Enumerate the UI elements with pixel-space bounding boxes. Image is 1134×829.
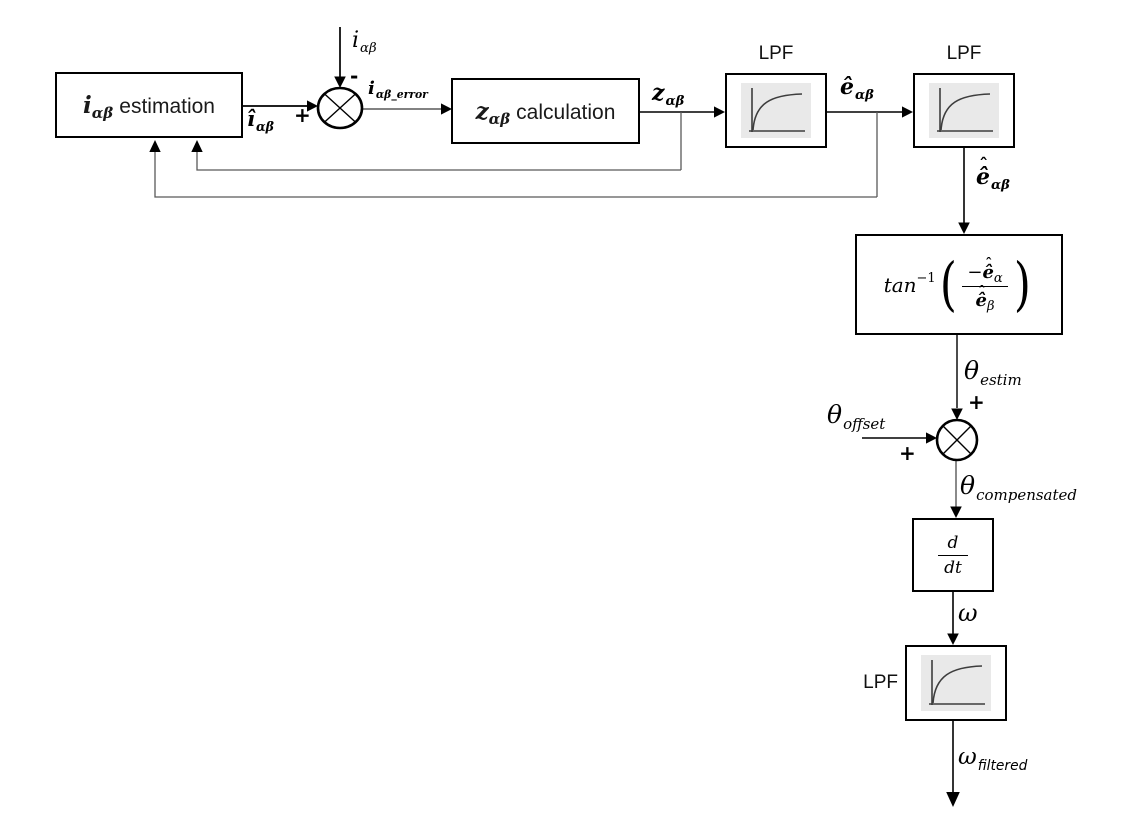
lpf3-label: LPF [863,672,898,693]
arrowhead-ddt-to-lpf3 [947,633,959,645]
wire-feedback-ehat [154,152,877,198]
block-lpf3 [905,645,1007,721]
label-i-hat-alphabeta: îαβ [247,106,275,135]
minus-sign-sum1: - [350,64,359,88]
label-omega: ω [958,599,978,627]
arrowhead-est-to-sum1 [307,100,318,112]
arrowhead-offset-to-sum2 [926,432,937,444]
block-derivative: d dt [912,518,994,592]
label-z-alphabeta: zαβ [652,80,685,110]
arrowhead-z-to-lpf1 [714,106,725,118]
arrowhead-lpf1-to-lpf2 [902,106,913,118]
arrowhead-atan-to-sum2 [951,408,963,420]
lpf3-response-icon [921,655,991,711]
plus-sign-theta-estim: + [968,390,985,414]
arrowhead-feedback-z [191,140,203,152]
label-i-alphabeta-error: iαβ_error [368,78,428,102]
lpf2-label: LPF [946,43,982,64]
arrowhead-feedback-ehat [149,140,161,152]
lpf1-response-icon [741,83,811,138]
label-theta-offset: θoffset [827,400,886,433]
summing-junction-current-cross [324,93,356,123]
label-theta-estim: θestim [964,356,1022,389]
plus-sign-sum1: + [294,103,311,127]
label-i-alphabeta-input: iαβ [352,28,377,57]
arrowhead-i-input [334,76,346,88]
derivative-formula: d dt [937,532,969,578]
plus-sign-theta-offset: + [899,441,916,465]
summing-junction-theta-cross [942,425,972,455]
label-e-hat-alphabeta: êαβ [840,74,874,104]
arrowhead-omega-filtered-output [946,792,960,807]
block-lpf1 [725,73,827,148]
open-paren: ( [939,250,957,319]
block-lpf2 [913,73,1015,148]
wire-feedback-z [196,152,681,171]
lpf2-response-icon [929,83,999,138]
label-theta-compensated: θcompensated [960,471,1078,504]
lpf1-label: LPF [758,43,794,64]
label-omega-filtered: ωfiltered [958,744,1028,774]
close-paren: ) [1013,250,1031,319]
arrowhead-sum2-to-ddt [950,506,962,518]
arrowhead-lpf2-to-atan [958,222,970,234]
arrowhead-sum1-to-z [441,103,452,115]
